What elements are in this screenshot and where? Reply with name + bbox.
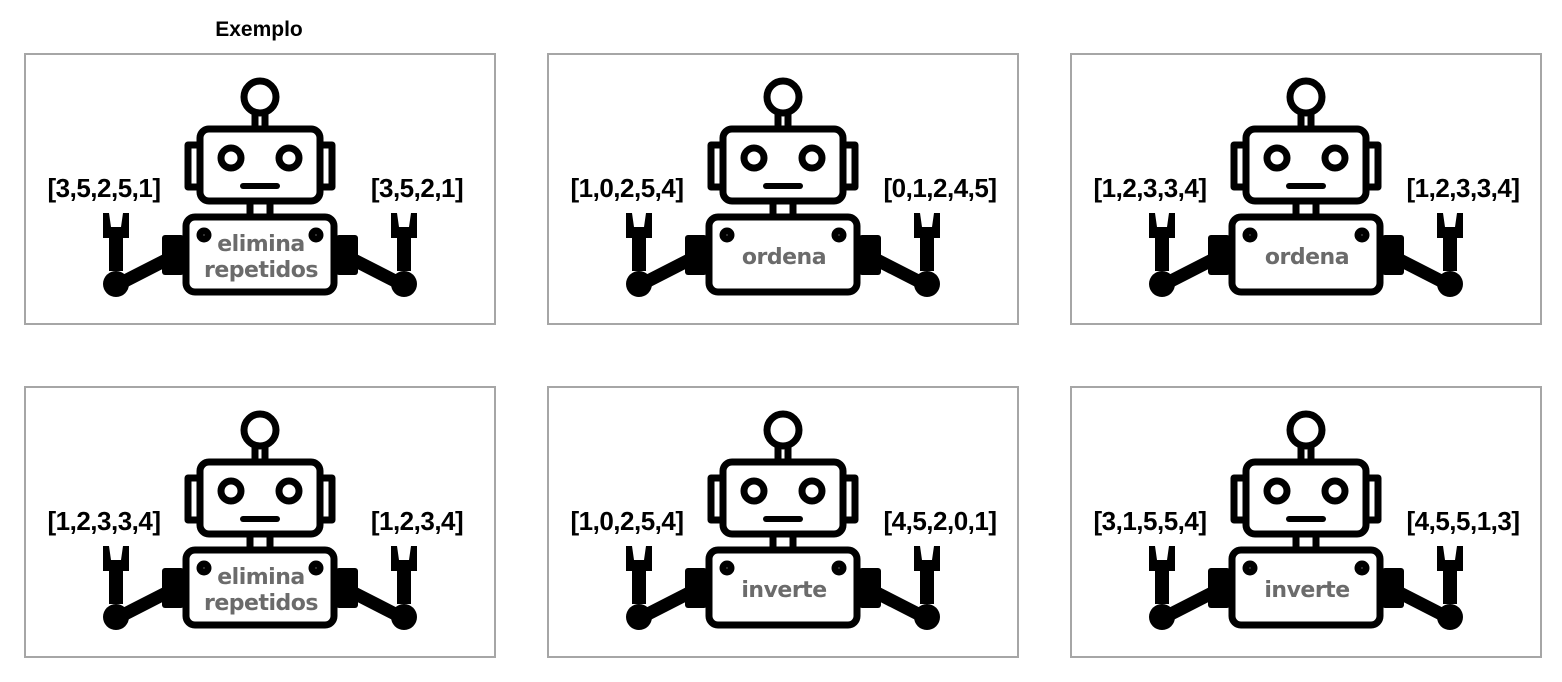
robot-icon xyxy=(626,77,940,297)
operation-line: repetidos xyxy=(204,591,318,616)
input-list: [3,1,5,5,4] xyxy=(1093,506,1207,536)
input-list: [1,2,3,3,4] xyxy=(47,506,161,536)
input-list: [1,0,2,5,4] xyxy=(570,506,684,536)
output-list: [0,1,2,4,5] xyxy=(883,173,997,203)
operation-line: inverte xyxy=(741,578,827,603)
robot-card: [1,0,2,5,4] [4,5,2,0,1] inverte xyxy=(547,386,1019,658)
output-list: [4,5,5,1,3] xyxy=(1406,506,1520,536)
operation-label: ordena xyxy=(709,225,859,291)
operation-label: inverte xyxy=(709,558,859,624)
output-list: [1,2,3,4] xyxy=(370,506,464,536)
operation-line: elimina xyxy=(217,232,305,257)
example-label: Exemplo xyxy=(215,18,303,41)
robot-icon xyxy=(626,410,940,630)
output-list: [1,2,3,3,4] xyxy=(1406,173,1520,203)
input-list: [1,0,2,5,4] xyxy=(570,173,684,203)
operation-line: repetidos xyxy=(204,258,318,283)
input-list: [1,2,3,3,4] xyxy=(1093,173,1207,203)
input-list: [3,5,2,5,1] xyxy=(47,173,161,203)
robot-icon xyxy=(103,410,417,630)
operation-line: ordena xyxy=(741,245,827,270)
robot-card: [1,2,3,3,4] [1,2,3,3,4] ordena xyxy=(1070,53,1542,325)
operation-label: ordena xyxy=(1232,225,1382,291)
robot-icon xyxy=(103,77,417,297)
output-list: [4,5,2,0,1] xyxy=(883,506,997,536)
operation-line: elimina xyxy=(217,565,305,590)
operation-label: inverte xyxy=(1232,558,1382,624)
robot-card: [3,1,5,5,4] [4,5,5,1,3] inverte xyxy=(1070,386,1542,658)
operation-line: ordena xyxy=(1264,245,1350,270)
output-list: [3,5,2,1] xyxy=(370,173,464,203)
robot-card: [1,0,2,5,4] [0,1,2,4,5] ordena xyxy=(547,53,1019,325)
robot-icon xyxy=(1149,77,1463,297)
robot-icon xyxy=(1149,410,1463,630)
operation-line: inverte xyxy=(1264,578,1350,603)
